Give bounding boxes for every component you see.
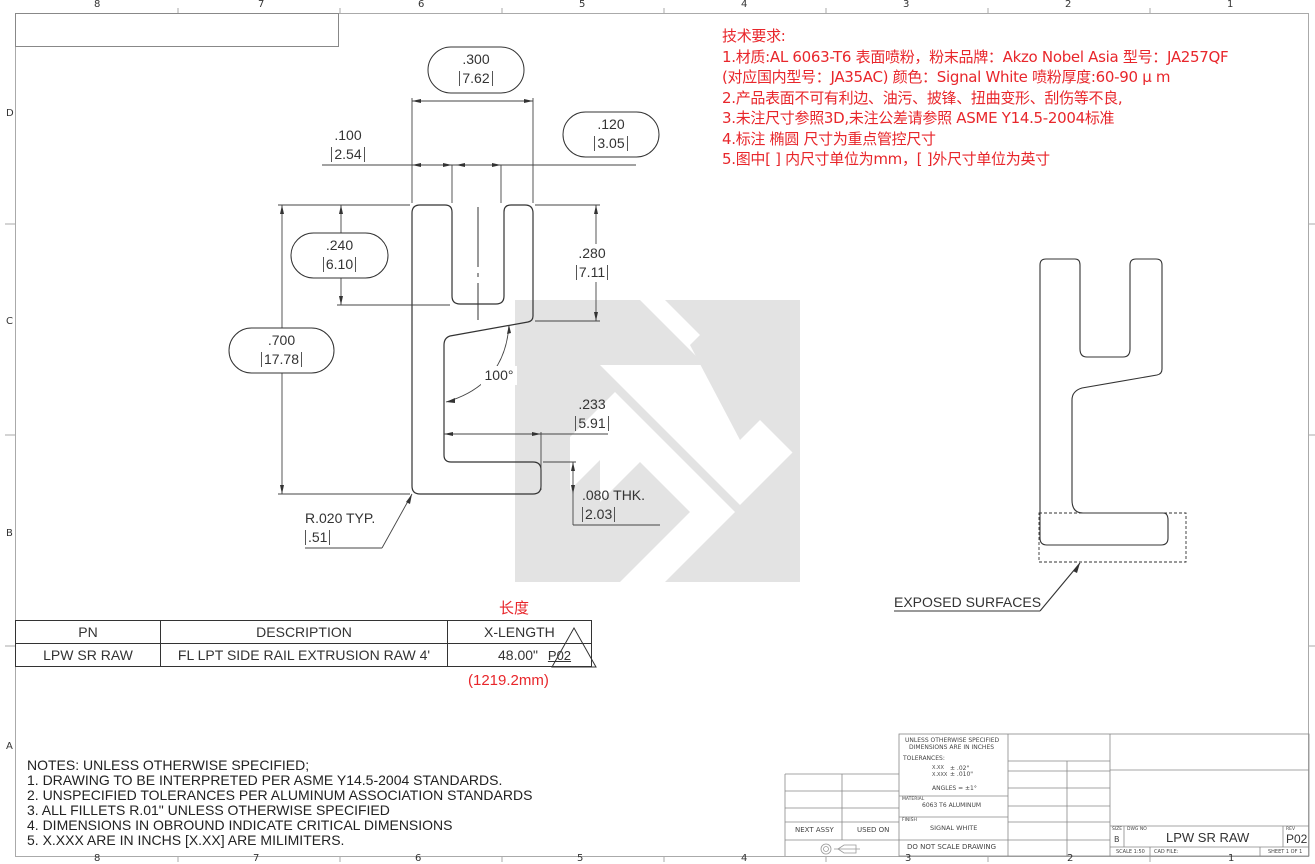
- bom-table: PN DESCRIPTION X-LENGTH LPW SR RAW FL LP…: [15, 620, 592, 667]
- tech-req-title: 技术要求:: [722, 27, 786, 45]
- bom-header-x-length: X-LENGTH: [447, 620, 592, 644]
- tol-xx: ± .02": [950, 765, 970, 772]
- row-label: A: [6, 741, 13, 752]
- scale: SCALE 1:50: [1116, 849, 1145, 855]
- exposed-surfaces-label: EXPOSED SURFACES: [894, 594, 1042, 610]
- row-label: B: [6, 528, 13, 539]
- sheet-number: SHEET 1 OF 1: [1268, 849, 1303, 855]
- notes-title: NOTES: UNLESS OTHERWISE SPECIFIED;: [27, 757, 310, 773]
- dimension-233: .233 5.91: [568, 395, 616, 433]
- column-label: 5: [579, 0, 586, 10]
- dimension-thickness: .080 THK. 2.03: [582, 487, 646, 522]
- column-label: 8: [94, 853, 101, 864]
- dimension-240: .240 6.10: [291, 236, 388, 274]
- size-value: B: [1114, 835, 1120, 844]
- critical-dimension-obrounds: [228, 46, 660, 374]
- column-label: 1: [1227, 0, 1234, 10]
- bom-row: LPW SR RAW FL LPT SIDE RAIL EXTRUSION RA…: [15, 643, 592, 667]
- tech-req-line: 1.材质:AL 6063-T6 表面喷粉，粉末品牌：Akzo Nobel Asi…: [722, 47, 1229, 66]
- tol-xxx-label: X.XXX: [932, 772, 948, 778]
- dimension-arrows: [280, 99, 598, 504]
- finish-label: FINISH: [902, 818, 917, 823]
- column-label: 8: [94, 0, 101, 10]
- note-item: 5. X.XXX ARE IN INCHS [X.XX] ARE MILIMIT…: [27, 832, 345, 848]
- cad-file: CAD FILE:: [1154, 849, 1179, 855]
- rev-label: REV: [1286, 827, 1296, 832]
- drawing-number: LPW SR RAW: [1166, 830, 1250, 845]
- note-item: 2. UNSPECIFIED TOLERANCES PER ALUMINUM A…: [27, 787, 533, 803]
- column-label: 5: [577, 853, 584, 864]
- tech-req-line: 2.产品表面不可有利边、油污、披锋、扭曲变形、刮伤等不良,: [722, 88, 1123, 107]
- bom-cell-pn: LPW SR RAW: [15, 643, 161, 667]
- technical-requirements: 技术要求: 1.材质:AL 6063-T6 表面喷粉，粉末品牌：Akzo Nob…: [722, 26, 1229, 170]
- title-block-grid: [784, 733, 1310, 857]
- dimension-100: .100 2.54: [320, 126, 376, 164]
- tech-req-line: (对应国内型号：JA35AC) 颜色：Signal White 喷粉厚度:60-…: [722, 68, 1171, 86]
- column-label: 7: [258, 0, 265, 10]
- watermark-logo: [515, 300, 800, 582]
- note-item: 4. DIMENSIONS IN OBROUND INDICATE CRITIC…: [27, 817, 453, 833]
- note-item: 1. DRAWING TO BE INTERPRETED PER ASME Y1…: [27, 772, 503, 788]
- dimension-300: .300 7.62: [428, 50, 524, 88]
- tol-xx-label: X.XX: [932, 765, 944, 771]
- bom-header-pn: PN: [15, 620, 161, 644]
- bom-header-description: DESCRIPTION: [160, 620, 448, 644]
- bom-cell-length: 48.00" P02: [447, 643, 592, 667]
- sheet-border: [5, 8, 1315, 862]
- column-label: 1: [1228, 853, 1235, 864]
- do-not-scale: DO NOT SCALE DRAWING: [907, 843, 997, 851]
- length-mm: (1219.2mm): [468, 672, 549, 689]
- angle-tolerance: ANGLES = ±1°: [932, 785, 977, 792]
- column-label: 3: [903, 0, 910, 10]
- material-value: 6063 T6 ALUMINUM: [922, 802, 982, 809]
- row-label: C: [6, 316, 13, 327]
- tolerances-label: TOLERANCES:: [903, 755, 945, 762]
- tol-xxx: ± .010": [950, 771, 974, 778]
- dimension-700: .700 17.78: [229, 331, 334, 369]
- column-label: 6: [418, 0, 425, 10]
- revision-value: P02: [1286, 832, 1308, 846]
- column-label: 3: [905, 853, 912, 864]
- column-label: 2: [1067, 853, 1074, 864]
- dimension-angle: 100°: [481, 366, 517, 385]
- finish-value: SIGNAL WHITE: [930, 824, 978, 832]
- revision-box: [15, 13, 339, 47]
- dwg-no-label: DWG NO: [1127, 827, 1147, 832]
- tech-req-line: 3.未注尺寸参照3D,未注公差请参照 ASME Y14.5-2004标准: [722, 109, 1115, 127]
- exposed-arrow: [1073, 563, 1080, 573]
- material-label: MATERIAL: [902, 797, 925, 802]
- next-assy-label: NEXT ASSY: [795, 826, 834, 834]
- column-label: 6: [415, 853, 422, 864]
- dimensions-in-inches: DIMENSIONS ARE IN INCHES: [909, 744, 995, 751]
- length-label-cn: 长度: [499, 599, 530, 617]
- general-notes: NOTES: UNLESS OTHERWISE SPECIFIED; 1. DR…: [27, 758, 532, 848]
- size-label: SIZE: [1112, 827, 1123, 832]
- bom-header-row: PN DESCRIPTION X-LENGTH: [15, 620, 592, 644]
- unless-specified: UNLESS OTHERWISE SPECIFIED: [905, 737, 1000, 744]
- bom-cell-description: FL LPT SIDE RAIL EXTRUSION RAW 4': [160, 643, 448, 667]
- column-label: 4: [741, 853, 748, 864]
- dimension-280: .280 7.11: [566, 244, 618, 282]
- dimension-lines: [278, 98, 660, 549]
- isometric-profile-view: [894, 258, 1187, 612]
- tech-req-line: 4.标注 椭圆 尺寸为重点管控尺寸: [722, 129, 936, 148]
- column-label: 2: [1065, 0, 1072, 10]
- used-on-label: USED ON: [857, 826, 890, 834]
- dimension-radius: R.020 TYP. .51: [305, 510, 376, 545]
- note-item: 3. ALL FILLETS R.01" UNLESS OTHERWISE SP…: [27, 802, 390, 818]
- column-label: 7: [253, 853, 260, 864]
- projection-symbol-icon: [820, 843, 860, 855]
- row-label: D: [6, 108, 14, 119]
- tech-req-line: 5.图中[ ] 内尺寸单位为mm，[ ]外尺寸单位为英寸: [722, 150, 1050, 168]
- profile-section-view: [411, 204, 542, 495]
- column-label: 4: [741, 0, 748, 10]
- revision-tag: P02: [547, 648, 572, 663]
- dimension-120: .120 3.05: [563, 115, 659, 153]
